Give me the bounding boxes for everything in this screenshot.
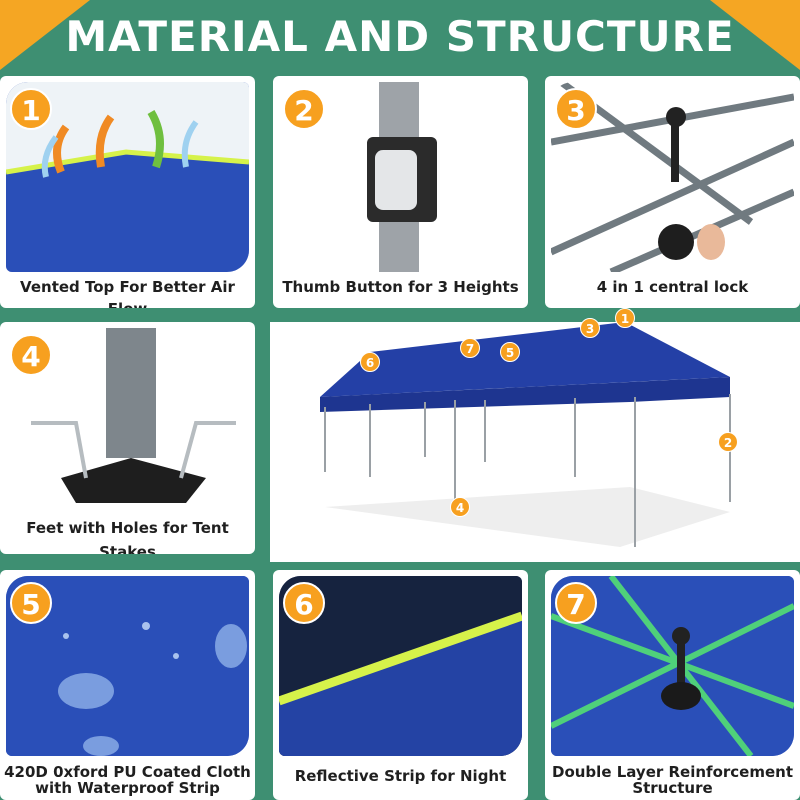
feature-caption: 420D 0xford PU Coated Cloth with Waterpr… [4, 763, 251, 797]
vented-top-illustration [6, 82, 249, 272]
tent-feet-illustration [31, 328, 236, 503]
diagram-marker: 5 [500, 342, 520, 362]
tent-diagram-panel: 1 2 3 4 5 6 7 [270, 308, 800, 562]
feature-caption: Vented Top For Better Air Flow [20, 278, 235, 308]
feature-caption: Reflective Strip for Night [294, 767, 507, 785]
oxford-cloth-image [6, 576, 249, 756]
thumb-button-illustration [367, 82, 437, 272]
page-title: MATERIAL AND STRUCTURE [65, 12, 735, 61]
tent-diagram [320, 322, 731, 547]
feature-card-7: 7 Double Layer Reinforcement Structure [545, 570, 800, 800]
feature-card-5: 5 420D 0xford PU Coated Cloth with Water… [0, 570, 255, 800]
feature-card-4: 4 Feet with Holes for Tent Stakes [0, 322, 255, 554]
diagram-marker: 1 [615, 308, 635, 328]
corner-accent-left [0, 0, 90, 70]
feature-caption: Double Layer Reinforcement Structure [552, 763, 793, 797]
diagram-marker: 7 [460, 338, 480, 358]
feature-number-badge: 1 [10, 88, 52, 130]
feature-card-1: 1 Vented Top For Better Air Flow [0, 76, 255, 308]
feature-number-badge: 2 [283, 88, 325, 130]
feature-caption: Feet with Holes for Tent Stakes [26, 519, 229, 554]
header-banner: MATERIAL AND STRUCTURE [0, 0, 800, 70]
diagram-marker: 2 [718, 432, 738, 452]
vented-top-image [6, 82, 249, 272]
feature-card-3: 3 4 in 1 central lock [545, 76, 800, 308]
feet-image [6, 328, 249, 518]
feature-number-badge: 3 [555, 88, 597, 130]
diagram-marker: 4 [450, 497, 470, 517]
feature-number-badge: 5 [10, 582, 52, 624]
feature-number-badge: 6 [283, 582, 325, 624]
corner-accent-right [710, 0, 800, 70]
diagram-marker: 3 [580, 318, 600, 338]
thumb-button-image [279, 82, 522, 272]
feature-number-badge: 4 [10, 334, 52, 376]
feature-caption: Thumb Button for 3 Heights [282, 278, 519, 296]
diagram-marker: 6 [360, 352, 380, 372]
feature-number-badge: 7 [555, 582, 597, 624]
feature-card-2: 2 Thumb Button for 3 Heights [273, 76, 528, 308]
feature-caption: 4 in 1 central lock [596, 278, 749, 296]
feature-card-6: 6 Reflective Strip for Night [273, 570, 528, 800]
